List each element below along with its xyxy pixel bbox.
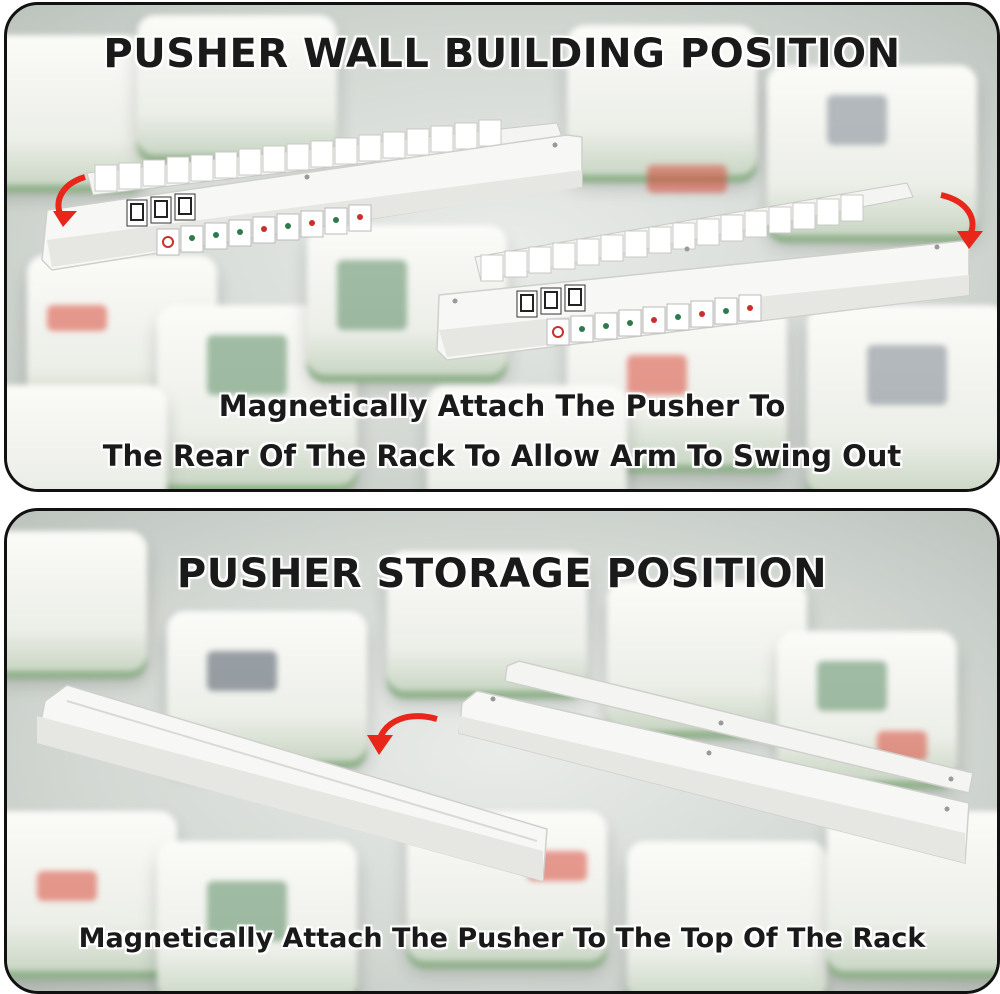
drop-arrow-icon	[367, 735, 393, 755]
caption: Magnetically Attach The Pusher To The To…	[78, 923, 926, 954]
blurred-mahjong-tiles-background	[7, 511, 997, 991]
rack-with-pusher-on-top	[458, 660, 974, 864]
panel-heading: PUSHER STORAGE POSITION	[176, 551, 828, 597]
rack-with-pusher-left	[41, 119, 583, 271]
caption-line-2: The Rear Of The Rack To Allow Arm To Swi…	[102, 439, 902, 473]
swing-arrow-icon	[957, 231, 983, 249]
rack-with-pusher-right	[436, 182, 970, 361]
swing-arrow-icon	[53, 211, 77, 227]
rack-illustration-wall-building	[41, 119, 983, 361]
rack-left-empty	[36, 684, 548, 882]
blurred-mahjong-tiles-background	[7, 5, 997, 489]
panel-heading: PUSHER WALL BUILDING POSITION	[103, 31, 901, 77]
storage-panel: PUSHER STORAGE POSITION Magnetically Att…	[4, 508, 1000, 994]
wall-building-panel: PUSHER WALL BUILDING POSITION	[4, 2, 1000, 492]
caption-line-1: Magnetically Attach The Pusher To	[218, 389, 786, 423]
rack-illustration-storage	[36, 660, 974, 882]
